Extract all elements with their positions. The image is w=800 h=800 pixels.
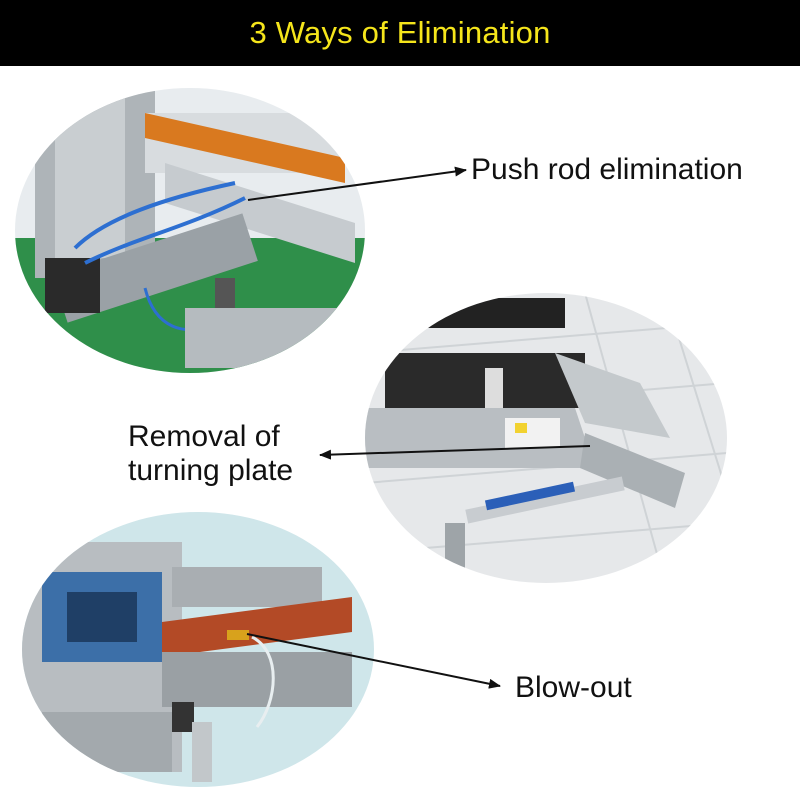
push-rod-photo (15, 88, 365, 373)
turning-plate-label: Removal of turning plate (128, 420, 293, 488)
blow-out-arrow (246, 633, 501, 689)
turning-plate-arrow (319, 445, 591, 460)
page-title: 3 Ways of Elimination (249, 15, 551, 50)
blow-out-photo (22, 512, 374, 787)
push-rod-label: Push rod elimination (471, 153, 743, 186)
title-bar: 3 Ways of Elimination (0, 0, 800, 66)
push-rod-arrow (247, 166, 467, 201)
turning-plate-label-line2: turning plate (128, 454, 294, 487)
turning-plate-photo (365, 293, 727, 583)
blow-out-label: Blow-out (515, 671, 632, 704)
turning-plate-label-line1: Removal of (128, 420, 280, 453)
